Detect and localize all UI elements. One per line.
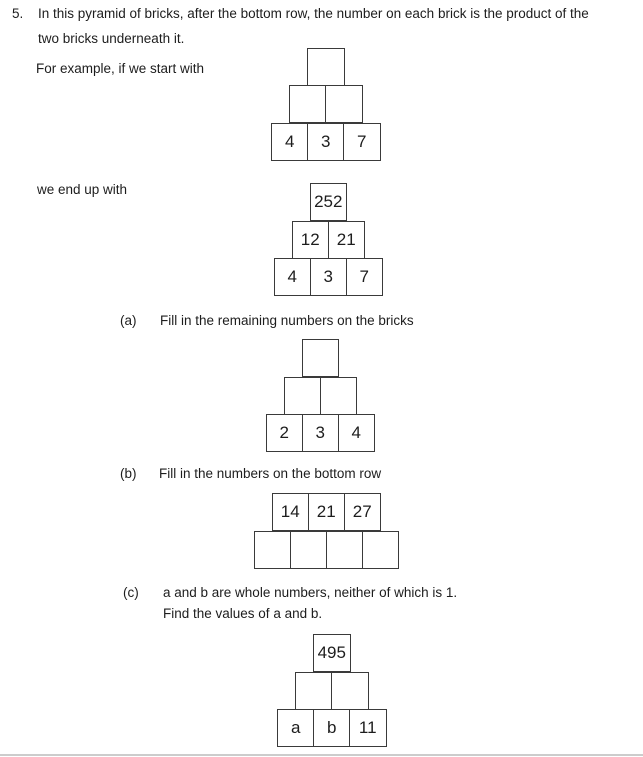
brick: 252 (309, 183, 347, 221)
pyramid-row (307, 48, 345, 86)
brick: 7 (345, 258, 383, 296)
brick (295, 671, 333, 710)
part-b-label: (b) (120, 466, 137, 481)
brick (307, 48, 345, 86)
brick (283, 376, 321, 415)
brick: 3 (307, 122, 345, 161)
pyramid-row: 14 21 27 (271, 493, 381, 531)
pyramid-row (253, 530, 399, 569)
brick: 4 (273, 258, 311, 296)
part-c-text-line-2: Find the values of a and b. (163, 606, 323, 621)
pyramid-row: 4 3 7 (271, 122, 381, 161)
brick: 7 (343, 122, 381, 161)
brick: 4 (337, 414, 375, 452)
brick: 27 (343, 493, 381, 531)
brick: 3 (301, 414, 339, 452)
brick: 14 (271, 493, 309, 531)
brick (253, 530, 291, 569)
pyramid-row: 12 21 (291, 220, 365, 259)
brick: 21 (327, 220, 365, 259)
pyramid-row (289, 85, 363, 123)
pyramid-row (283, 376, 357, 415)
part-a-label: (a) (120, 313, 137, 328)
brick: 12 (291, 220, 329, 259)
pyramid-row (301, 339, 339, 377)
brick: a (277, 709, 315, 747)
brick: 3 (309, 258, 347, 296)
pyramid-row: a b 11 (277, 709, 387, 747)
brick (319, 376, 357, 415)
brick (301, 339, 339, 377)
brick: 2 (265, 414, 303, 452)
pyramid-row: 4 3 7 (273, 258, 383, 296)
pyramid-row: 252 (309, 183, 347, 221)
brick: 4 (271, 122, 309, 161)
brick: b (313, 709, 351, 747)
page-edge-shadow (0, 754, 643, 756)
brick: 11 (349, 709, 387, 747)
brick (289, 85, 327, 123)
part-a-text: Fill in the remaining numbers on the bri… (160, 313, 414, 328)
question-number: 5. (12, 6, 24, 21)
example-end-caption: we end up with (37, 182, 128, 197)
brick: 21 (307, 493, 345, 531)
brick (361, 530, 399, 569)
part-c-label: (c) (123, 585, 139, 600)
pyramid-row (295, 671, 369, 710)
intro-line-1: In this pyramid of bricks, after the bot… (38, 6, 589, 21)
part-b-text: Fill in the numbers on the bottom row (159, 466, 382, 481)
brick (289, 530, 327, 569)
brick (325, 530, 363, 569)
brick: 495 (313, 634, 351, 672)
pyramid-row: 2 3 4 (265, 414, 375, 452)
intro-line-2: two bricks underneath it. (38, 31, 185, 46)
pyramid-row: 495 (313, 634, 351, 672)
part-c-text-line-1: a and b are whole numbers, neither of wh… (163, 585, 458, 600)
brick (331, 671, 369, 710)
example-start-caption: For example, if we start with (36, 61, 205, 76)
brick (325, 85, 363, 123)
